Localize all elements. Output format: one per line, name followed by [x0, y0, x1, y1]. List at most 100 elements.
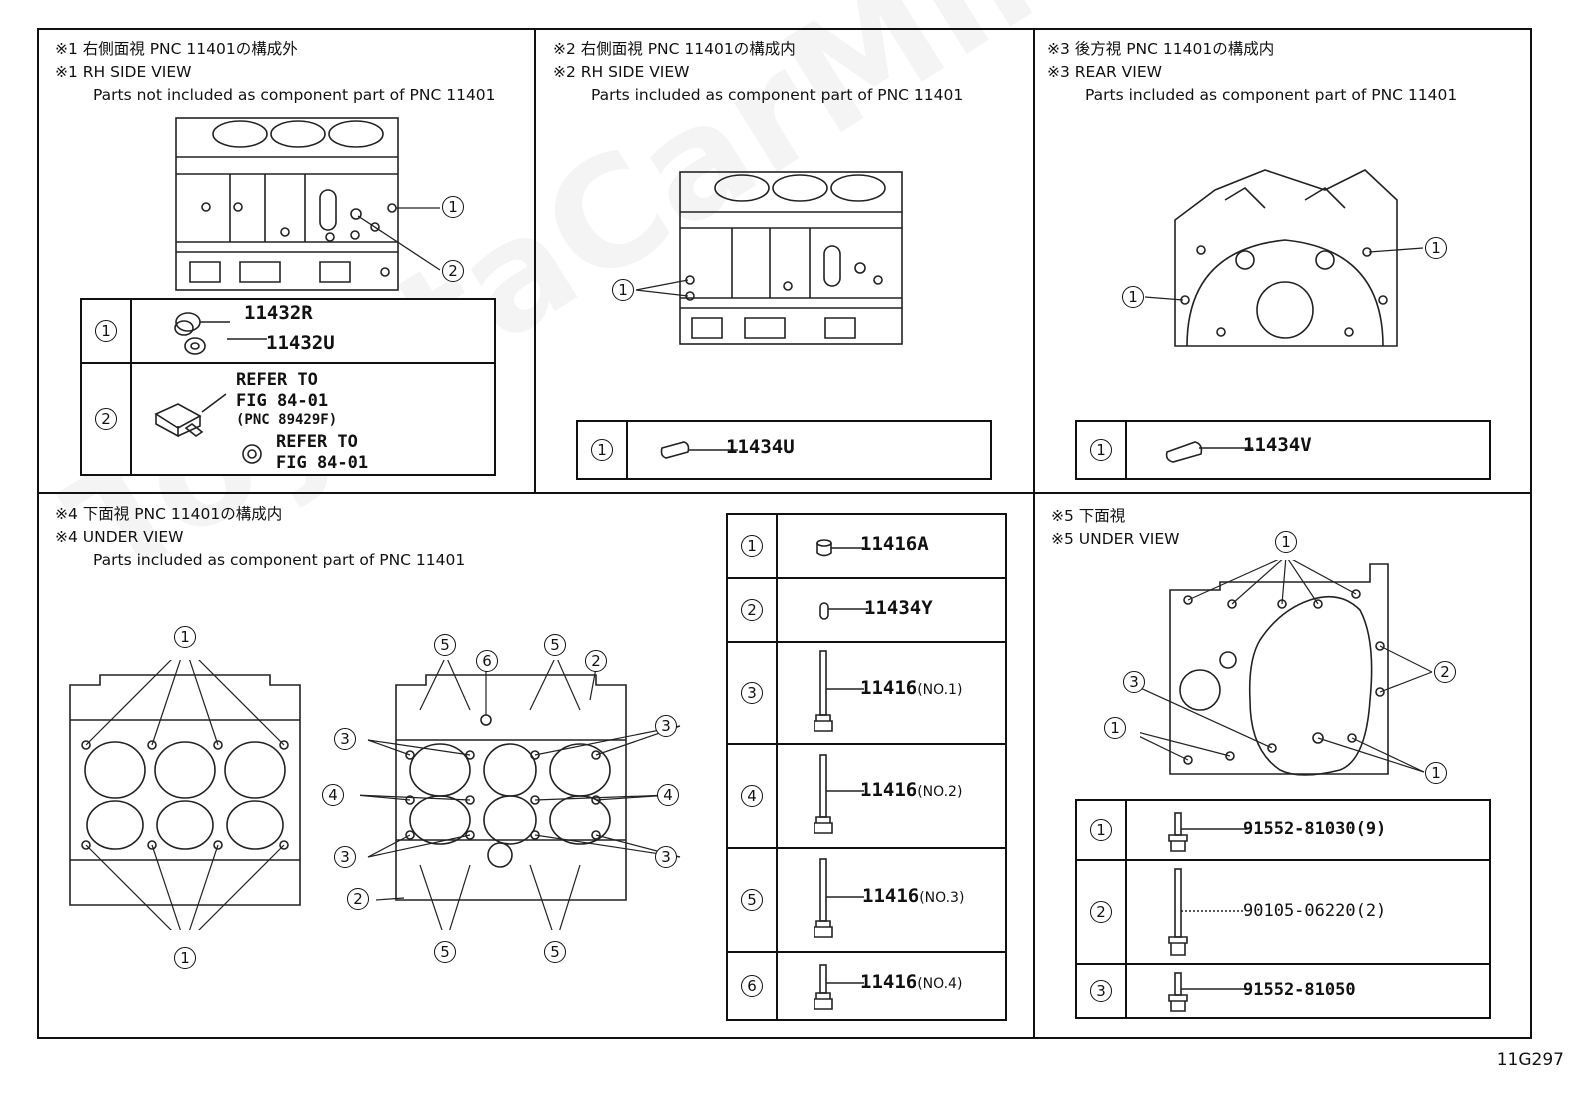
flange-bolt-icon	[1168, 972, 1247, 1012]
s4-callout-4-l: 4	[322, 784, 344, 806]
bolt-icon	[814, 858, 864, 938]
s5-callout-1-left: 1	[1104, 717, 1126, 739]
section-5-en: ※5 UNDER VIEW	[1051, 530, 1180, 548]
s4-row-3-number: 3	[741, 682, 763, 704]
s1-callout-2: 2	[442, 260, 464, 282]
s4-callout-1-top: 1	[174, 626, 196, 648]
s1-part-11432R: 11432R	[244, 302, 313, 324]
s2-part-11434U: 11434U	[726, 436, 795, 458]
s5-callout-1-top: 1	[1275, 531, 1297, 553]
section-1-en: ※1 RH SIDE VIEW	[55, 63, 192, 81]
s5-parts-row-2: 2 90105-06220(2)	[1075, 859, 1491, 965]
s4-callout-5-tr: 5	[544, 634, 566, 656]
s4-callout-2-bl: 2	[347, 888, 369, 910]
s1-fig-1: FIG 84-01	[236, 391, 329, 411]
s4-part-11416A: 11416A	[860, 533, 929, 555]
s4-under-view-right-drawing	[360, 660, 681, 930]
s3-part-11434V: 11434V	[1243, 434, 1312, 456]
s4-callout-1-bottom: 1	[174, 947, 196, 969]
s4-parts-row-4: 4 11416(NO.2)	[726, 743, 1007, 849]
s4-parts-table: 1 11416A 2 11434Y 3 11416(NO.1) 4	[726, 513, 1007, 1021]
s1-callout-1: 1	[442, 196, 464, 218]
s4-callout-2-tr: 2	[585, 650, 607, 672]
s4-part-11416-no4: 11416(NO.4)	[860, 971, 963, 993]
section-3-caption: ※3 後方視 PNC 11401の構成内 ※3 REAR VIEW Parts …	[1047, 38, 1457, 107]
s1-parts-row-1: 1 11432R 11432U	[80, 298, 496, 364]
s2-rh-side-block-drawing	[635, 171, 903, 345]
s1-refer-1: REFER TO	[236, 370, 318, 390]
s3-callout-1-right: 1	[1425, 237, 1447, 259]
s4-part-11416-no2: 11416(NO.2)	[860, 779, 963, 801]
s3-parts-row-1: 1 11434V	[1075, 420, 1491, 480]
section-3-en: ※3 REAR VIEW	[1047, 63, 1162, 81]
s4-parts-row-5: 5 11416(NO.3)	[726, 847, 1007, 953]
s4-callout-6: 6	[476, 650, 498, 672]
section-4-en: ※4 UNDER VIEW	[55, 528, 184, 546]
s1-row-1-number: 1	[95, 320, 117, 342]
divider-v2	[1033, 28, 1035, 1039]
s5-row-3-number: 3	[1090, 980, 1112, 1002]
s2-row-1-number: 1	[591, 439, 613, 461]
s1-parts-table: 1 11432R 11432U 2 RE	[80, 298, 496, 476]
s4-callout-5-tl: 5	[434, 634, 456, 656]
s4-row-2-number: 2	[741, 599, 763, 621]
section-4-caption: ※4 下面視 PNC 11401の構成内 ※4 UNDER VIEW Parts…	[55, 503, 465, 572]
section-4-desc: Parts included as component part of PNC …	[93, 551, 466, 569]
s3-rear-block-drawing	[1144, 169, 1424, 347]
s4-callout-3-br: 3	[655, 846, 677, 868]
s4-row-6-number: 6	[741, 975, 763, 997]
s4-row-5-number: 5	[741, 889, 763, 911]
bolt-icon	[814, 754, 864, 834]
s5-callout-3: 3	[1123, 671, 1145, 693]
s5-under-view-drawing	[1140, 560, 1433, 776]
s1-fig-2: FIG 84-01	[276, 453, 369, 473]
s1-part-11432U: 11432U	[266, 332, 335, 354]
section-4-jp: ※4 下面視 PNC 11401の構成内	[55, 505, 283, 523]
section-2-desc: Parts included as component part of PNC …	[591, 86, 964, 104]
s4-row-1-number: 1	[741, 535, 763, 557]
s4-parts-row-3: 3 11416(NO.1)	[726, 641, 1007, 745]
dowel-pin-icon	[816, 539, 864, 557]
section-2-jp: ※2 右側面視 PNC 11401の構成内	[553, 40, 796, 58]
s4-callout-3-bl: 3	[334, 846, 356, 868]
s2-parts-table: 1 11434U	[576, 420, 992, 480]
s4-parts-row-6: 6 11416(NO.4)	[726, 951, 1007, 1021]
bolt-icon	[814, 650, 864, 732]
s2-callout-1: 1	[612, 279, 634, 301]
s3-callout-1-left: 1	[1122, 286, 1144, 308]
section-5-caption: ※5 下面視 ※5 UNDER VIEW	[1051, 505, 1179, 551]
s3-row-1-number: 1	[1090, 439, 1112, 461]
pin-icon	[819, 602, 868, 620]
s5-parts-row-1: 1 91552-81030(9)	[1075, 799, 1491, 861]
s4-part-11416-no1: 11416(NO.1)	[860, 677, 963, 699]
s4-callout-5-br: 5	[544, 941, 566, 963]
section-1-desc: Parts not included as component part of …	[93, 86, 496, 104]
s4-parts-row-1: 1 11416A	[726, 513, 1007, 579]
s4-part-11434Y: 11434Y	[864, 597, 933, 619]
s5-part-91552-81030: 91552-81030(9)	[1243, 819, 1387, 839]
plug-icon	[174, 312, 230, 355]
s4-callout-4-r: 4	[657, 784, 679, 806]
pin-icon	[660, 441, 738, 459]
sensor-icon	[154, 393, 262, 464]
s5-callout-2: 2	[1434, 661, 1456, 683]
s5-parts-table: 1 91552-81030(9) 2 90105-06220(2) 3 9155…	[1075, 799, 1491, 1019]
s2-parts-row-1: 1 11434U	[576, 420, 992, 480]
s5-callout-1-right: 1	[1425, 762, 1447, 784]
s4-callout-3-tr: 3	[655, 715, 677, 737]
s4-callout-5-bl: 5	[434, 941, 456, 963]
drawing-frame	[37, 28, 1532, 1039]
section-1-jp: ※1 右側面視 PNC 11401の構成外	[55, 40, 298, 58]
section-3-desc: Parts included as component part of PNC …	[1085, 86, 1458, 104]
section-2-en: ※2 RH SIDE VIEW	[553, 63, 690, 81]
section-2-caption: ※2 右側面視 PNC 11401の構成内 ※2 RH SIDE VIEW Pa…	[553, 38, 963, 107]
short-bolt-icon	[814, 964, 864, 1010]
figure-code: 11G297	[1496, 1050, 1564, 1070]
s5-part-91552-81050: 91552-81050	[1243, 980, 1356, 1000]
s5-part-90105-06220: 90105-06220(2)	[1243, 901, 1387, 921]
s1-rh-side-block-drawing	[175, 117, 441, 291]
s5-row-1-number: 1	[1090, 819, 1112, 841]
s1-pnc: (PNC 89429F)	[236, 412, 338, 428]
section-5-jp: ※5 下面視	[1051, 507, 1126, 525]
s4-under-view-left-drawing	[69, 660, 301, 930]
